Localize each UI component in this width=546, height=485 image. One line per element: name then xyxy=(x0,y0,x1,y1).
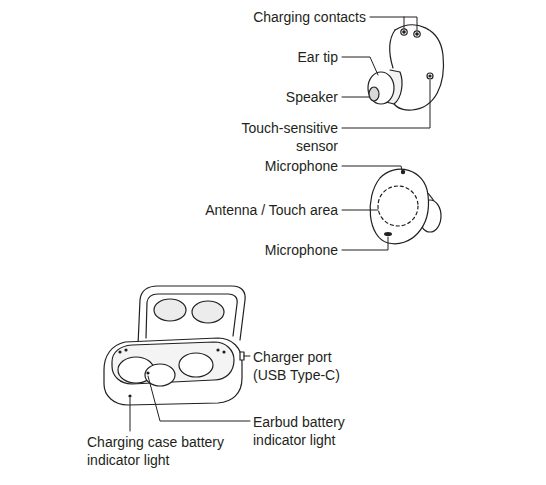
part-label: Charging contacts xyxy=(253,8,366,26)
part-label: Speaker xyxy=(286,88,338,106)
part-label: Charger port (USB Type-C) xyxy=(253,348,353,384)
part-label: Earbud battery indicator light xyxy=(253,413,363,449)
earbud-front xyxy=(370,169,441,244)
earbud-back xyxy=(368,25,443,110)
part-label: Microphone xyxy=(265,241,338,259)
part-label: Antenna / Touch area xyxy=(205,201,338,219)
part-label: Touch-sensitive sensor xyxy=(226,119,338,155)
charging-case xyxy=(104,286,245,405)
part-label: Microphone xyxy=(265,157,338,175)
leader-lines xyxy=(130,17,430,431)
part-label: Charging case battery indicator light xyxy=(87,433,245,469)
part-label: Ear tip xyxy=(298,48,338,66)
